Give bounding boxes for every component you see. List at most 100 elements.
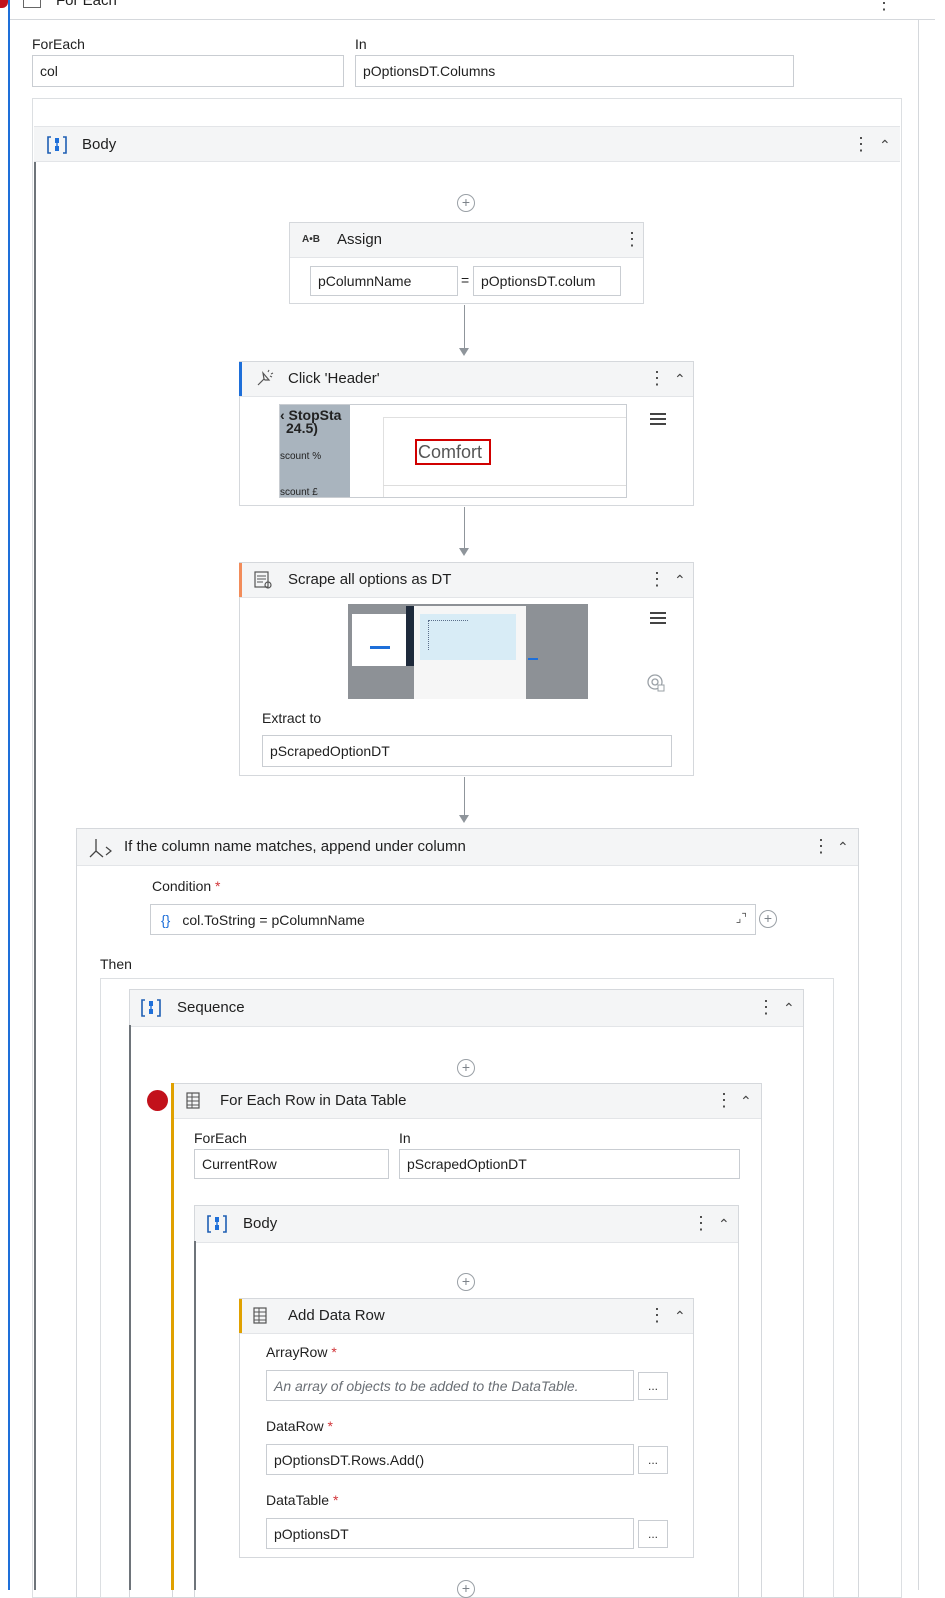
data-table-label: DataTable * — [266, 1492, 339, 1508]
body-outer-header[interactable]: Body ⋮ ⌃ — [34, 126, 900, 162]
breakpoint-icon[interactable] — [147, 1090, 168, 1111]
preview-target-text: Comfort — [418, 442, 483, 462]
scrape-extract-label: Extract to — [262, 710, 322, 726]
breakpoint-dot-outer[interactable] — [0, 0, 8, 8]
scrape-menu-icon[interactable]: ⋮ — [648, 569, 666, 589]
foreach-outer-menu-icon[interactable]: ⋮ — [875, 0, 893, 13]
foreach-row-in-label: In — [399, 1130, 411, 1146]
data-row-field[interactable]: pOptionsDT.Rows.Add() — [266, 1444, 634, 1475]
sequence-left-border — [129, 1025, 131, 1590]
expression-braces-icon: {} — [161, 911, 171, 928]
sequence-title: Sequence — [177, 999, 245, 1016]
body-inner-menu-icon[interactable]: ⋮ — [692, 1213, 710, 1233]
preview-text-1: ‹ StopSta — [280, 407, 342, 423]
thumb-bottom-strip — [528, 658, 538, 660]
selection-bar — [8, 0, 10, 1590]
thumb-left-window — [352, 614, 406, 666]
body-inner-collapse-icon[interactable]: ⌃ — [718, 1216, 730, 1232]
preview-left-panel — [280, 405, 350, 497]
scrape-icon — [252, 569, 274, 591]
foreach-row-foreach-label: ForEach — [194, 1130, 247, 1146]
click-menu-icon[interactable]: ⋮ — [648, 368, 666, 388]
if-icon — [87, 837, 113, 859]
thumb-code-lines — [428, 620, 468, 650]
body-outer-sequence-icon — [46, 135, 68, 155]
connector-line — [464, 305, 465, 349]
foreach-row-menu-icon[interactable]: ⋮ — [715, 1090, 733, 1110]
sequence-insert-plus-icon[interactable]: + — [457, 1059, 475, 1077]
preview-target-highlight — [415, 439, 491, 465]
foreach-outer-in-label: In — [355, 36, 367, 52]
foreach-row-in-field[interactable]: pScrapedOptionDT — [399, 1149, 740, 1179]
data-table-field[interactable]: pOptionsDT — [266, 1518, 634, 1549]
body-outer-title: Body — [82, 136, 117, 153]
preview-menu-box — [383, 417, 626, 497]
data-row-more-button[interactable]: ... — [638, 1446, 668, 1474]
assign-right-field[interactable]: pOptionsDT.colum — [473, 266, 621, 296]
assign-menu-icon[interactable]: ⋮ — [623, 229, 641, 249]
foreach-outer-header[interactable]: For Each ⋮ ⌃ — [10, 0, 935, 20]
scrape-collapse-icon[interactable]: ⌃ — [674, 572, 686, 588]
connector-line — [464, 507, 465, 549]
add-data-row-collapse-icon[interactable]: ⌃ — [674, 1308, 686, 1324]
foreach-row-item-field[interactable]: CurrentRow — [194, 1149, 389, 1179]
foreach-outer-icon — [23, 0, 41, 8]
expand-editor-icon[interactable]: ⌟⌝ — [735, 911, 747, 925]
click-accent-bar — [239, 362, 242, 396]
bottom-insert-plus-icon[interactable]: + — [457, 1580, 475, 1598]
assign-left-field[interactable]: pColumnName — [310, 266, 458, 296]
assign-title: Assign — [337, 231, 383, 248]
array-row-more-button[interactable]: ... — [638, 1372, 668, 1400]
foreach-outer-item-field[interactable]: col — [32, 55, 344, 87]
connector-line — [464, 777, 465, 816]
thumb-code-area — [420, 614, 516, 660]
data-row-label: DataRow * — [266, 1418, 333, 1434]
click-activity[interactable]: Click 'Header' ⋮ ⌃ ‹ StopSta 24.5) scoun… — [239, 361, 694, 506]
connector-arrow — [459, 348, 469, 356]
if-condition-field[interactable]: {} col.ToString = pColumnName ⌟⌝ — [150, 904, 756, 935]
add-data-row-activity[interactable]: Add Data Row ⋮ ⌃ ArrayRow * An array of … — [239, 1298, 694, 1558]
if-collapse-icon[interactable]: ⌃ — [837, 839, 849, 855]
add-data-row-icon — [251, 1306, 273, 1326]
foreach-outer-in-field[interactable]: pOptionsDT.Columns — [355, 55, 794, 87]
body-inner-title: Body — [243, 1215, 278, 1232]
insert-activity-plus-icon[interactable]: + — [457, 194, 475, 212]
if-condition-plus-icon[interactable]: + — [759, 910, 777, 928]
scrape-options-icon[interactable] — [643, 605, 673, 631]
body-outer-menu-icon[interactable]: ⋮ — [852, 134, 870, 154]
foreach-row-accent-bar — [171, 1083, 174, 1590]
if-condition-label: Condition * — [152, 878, 221, 894]
body-inner-insert-plus-icon[interactable]: + — [457, 1273, 475, 1291]
assign-activity[interactable]: A•B Assign ⋮ pColumnName = pOptionsDT.co… — [289, 222, 644, 304]
sequence-menu-icon[interactable]: ⋮ — [757, 997, 775, 1017]
click-collapse-icon[interactable]: ⌃ — [674, 371, 686, 387]
scrape-activity[interactable]: Scrape all options as DT ⋮ ⌃ Extract to … — [239, 562, 694, 776]
click-title: Click 'Header' — [288, 370, 380, 387]
foreach-outer-collapse-icon[interactable]: ⌃ — [903, 0, 915, 9]
thumb-left-window-button — [370, 646, 390, 649]
body-outer-collapse-icon[interactable]: ⌃ — [879, 137, 891, 153]
foreach-row-icon — [184, 1091, 206, 1111]
foreach-row-title: For Each Row in Data Table — [220, 1092, 407, 1109]
click-target-preview[interactable]: ‹ StopSta 24.5) scount % scount £ Comfor… — [279, 404, 627, 498]
foreach-row-collapse-icon[interactable]: ⌃ — [740, 1093, 752, 1109]
if-title: If the column name matches, append under… — [124, 838, 466, 855]
thumb-dark-strip — [406, 606, 414, 666]
if-menu-icon[interactable]: ⋮ — [812, 836, 830, 856]
scrape-extract-field[interactable]: pScrapedOptionDT — [262, 735, 672, 767]
assign-equals: = — [461, 272, 470, 288]
preview-text-4: scount £ — [280, 487, 318, 498]
click-icon — [254, 369, 274, 389]
array-row-field[interactable]: An array of objects to be added to the D… — [266, 1370, 634, 1401]
add-data-row-menu-icon[interactable]: ⋮ — [648, 1305, 666, 1325]
foreach-outer-title: For Each — [56, 0, 117, 9]
sequence-collapse-icon[interactable]: ⌃ — [783, 1000, 795, 1016]
preview-menu-divider — [383, 485, 626, 486]
scrape-target-icon[interactable] — [645, 672, 667, 694]
foreach-outer-foreach-label: ForEach — [32, 36, 85, 52]
scrape-screenshot-thumbnail[interactable] — [348, 604, 588, 699]
data-table-more-button[interactable]: ... — [638, 1520, 668, 1548]
foreach-outer-right-border — [918, 20, 919, 1590]
add-data-row-title: Add Data Row — [288, 1307, 385, 1324]
click-options-icon[interactable] — [643, 406, 673, 432]
